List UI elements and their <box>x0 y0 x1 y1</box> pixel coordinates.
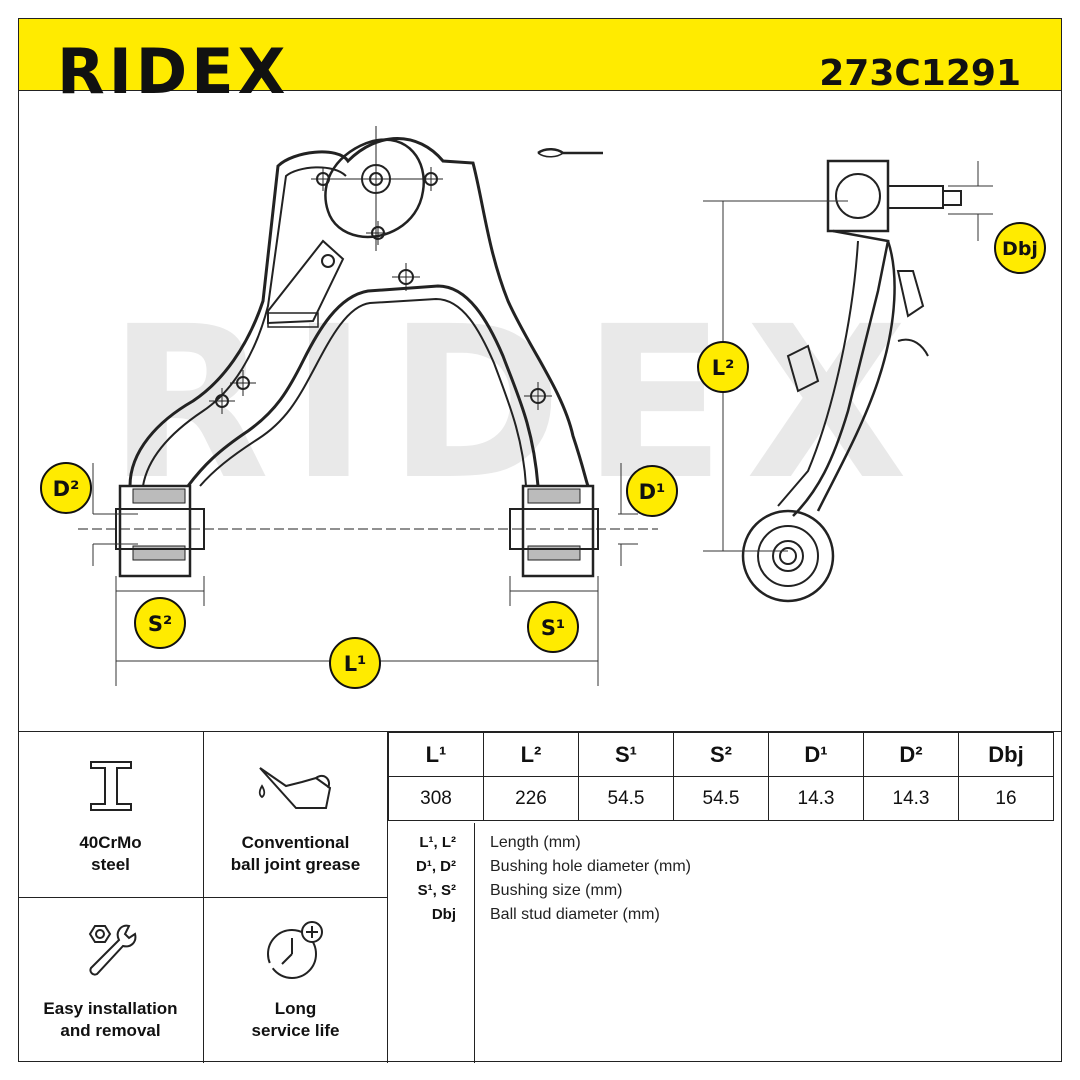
feature-cell-grease: Conventional ball joint grease <box>204 732 388 898</box>
svg-text:L²: L² <box>712 356 735 380</box>
badge-s2: S² <box>134 597 186 649</box>
drawing-svg: RIDEX <box>40 126 1046 689</box>
dim-value-dbj: 16 <box>958 776 1054 821</box>
header-bar: RIDEX 273C1291 <box>18 18 1062 103</box>
dim-value-s1: 54.5 <box>578 776 674 821</box>
feature-label-service-1: Long <box>274 999 317 1018</box>
legend-desc: Bushing size (mm) <box>490 882 623 899</box>
control-arm-front-view <box>78 126 658 578</box>
feature-label-installation-1: Easy installation <box>43 999 178 1018</box>
legend-desc: Bushing hole diameter (mm) <box>490 858 691 875</box>
dim-header-dbj: Dbj <box>958 732 1054 777</box>
control-arm-side-view <box>741 159 962 603</box>
svg-text:D¹: D¹ <box>639 480 666 504</box>
badge-dbj: Dbj <box>994 222 1046 274</box>
steel-beam-icon <box>89 761 132 811</box>
svg-text:S¹: S¹ <box>541 616 565 640</box>
legend-key: S¹, S² <box>417 882 456 899</box>
part-number: 273C1291 <box>819 53 1021 94</box>
technical-drawing: RIDEX <box>18 91 1062 731</box>
feature-label-steel-2: steel <box>91 855 130 874</box>
feature-label-grease-2: ball joint grease <box>230 855 361 874</box>
badge-l1: L¹ <box>329 637 381 689</box>
feature-label-service-2: service life <box>251 1021 340 1040</box>
clock-plus-icon <box>266 921 323 979</box>
dim-header-s1: S¹ <box>578 732 674 777</box>
dimension-badges: D² D¹ S² S¹ L¹ L² <box>40 222 1046 689</box>
feature-cell-steel: 40CrMo steel <box>18 732 204 898</box>
legend-desc: Length (mm) <box>490 834 581 851</box>
dim-header-s2: S² <box>673 732 769 777</box>
dimensions-header-row: L¹ L² S¹ S² D¹ D² Dbj <box>388 732 1054 777</box>
svg-text:S²: S² <box>148 612 172 636</box>
legend-key: D¹, D² <box>416 858 456 875</box>
grease-oiler-icon <box>258 767 331 809</box>
feature-cell-service-life: Long service life <box>204 898 388 1063</box>
feature-label-installation-2: and removal <box>60 1021 161 1040</box>
dim-value-l2: 226 <box>483 776 579 821</box>
feature-label-steel-1: 40CrMo <box>79 833 142 852</box>
info-section: 40CrMo steel Conventional ball joint gre… <box>18 731 1062 1063</box>
legend-desc: Ball stud diameter (mm) <box>490 906 660 923</box>
legend-key: Dbj <box>431 906 456 923</box>
badge-s1: S¹ <box>527 601 579 653</box>
svg-text:D²: D² <box>53 477 80 501</box>
feature-label-grease-1: Conventional <box>241 833 350 852</box>
dim-header-l1: L¹ <box>388 732 484 777</box>
dimensions-table: L¹ L² S¹ S² D¹ D² Dbj 308 226 54.5 54.5 … <box>388 732 1054 821</box>
brand-logo: RIDEX <box>57 35 290 108</box>
svg-text:Dbj: Dbj <box>1002 238 1038 260</box>
badge-d2: D² <box>40 462 92 514</box>
legend-key: L¹, L² <box>419 834 456 851</box>
dim-value-d2: 14.3 <box>863 776 959 821</box>
badge-l2: L² <box>697 341 749 393</box>
dim-value-l1: 308 <box>388 776 484 821</box>
badge-d1: D¹ <box>626 465 678 517</box>
dim-header-d1: D¹ <box>768 732 864 777</box>
wrench-nut-icon <box>88 924 136 976</box>
dimensions-value-row: 308 226 54.5 54.5 14.3 14.3 16 <box>388 776 1054 821</box>
dimension-legend: L¹, L² D¹, D² S¹, S² Dbj Length (mm) Bus… <box>388 823 1062 1063</box>
legend-keys: L¹, L² D¹, D² S¹, S² Dbj <box>388 823 475 1063</box>
dim-header-d2: D² <box>863 732 959 777</box>
feature-cell-installation: Easy installation and removal <box>18 898 204 1063</box>
dim-header-l2: L² <box>483 732 579 777</box>
dim-value-d1: 14.3 <box>768 776 864 821</box>
svg-text:L¹: L¹ <box>344 652 367 676</box>
dim-value-s2: 54.5 <box>673 776 769 821</box>
